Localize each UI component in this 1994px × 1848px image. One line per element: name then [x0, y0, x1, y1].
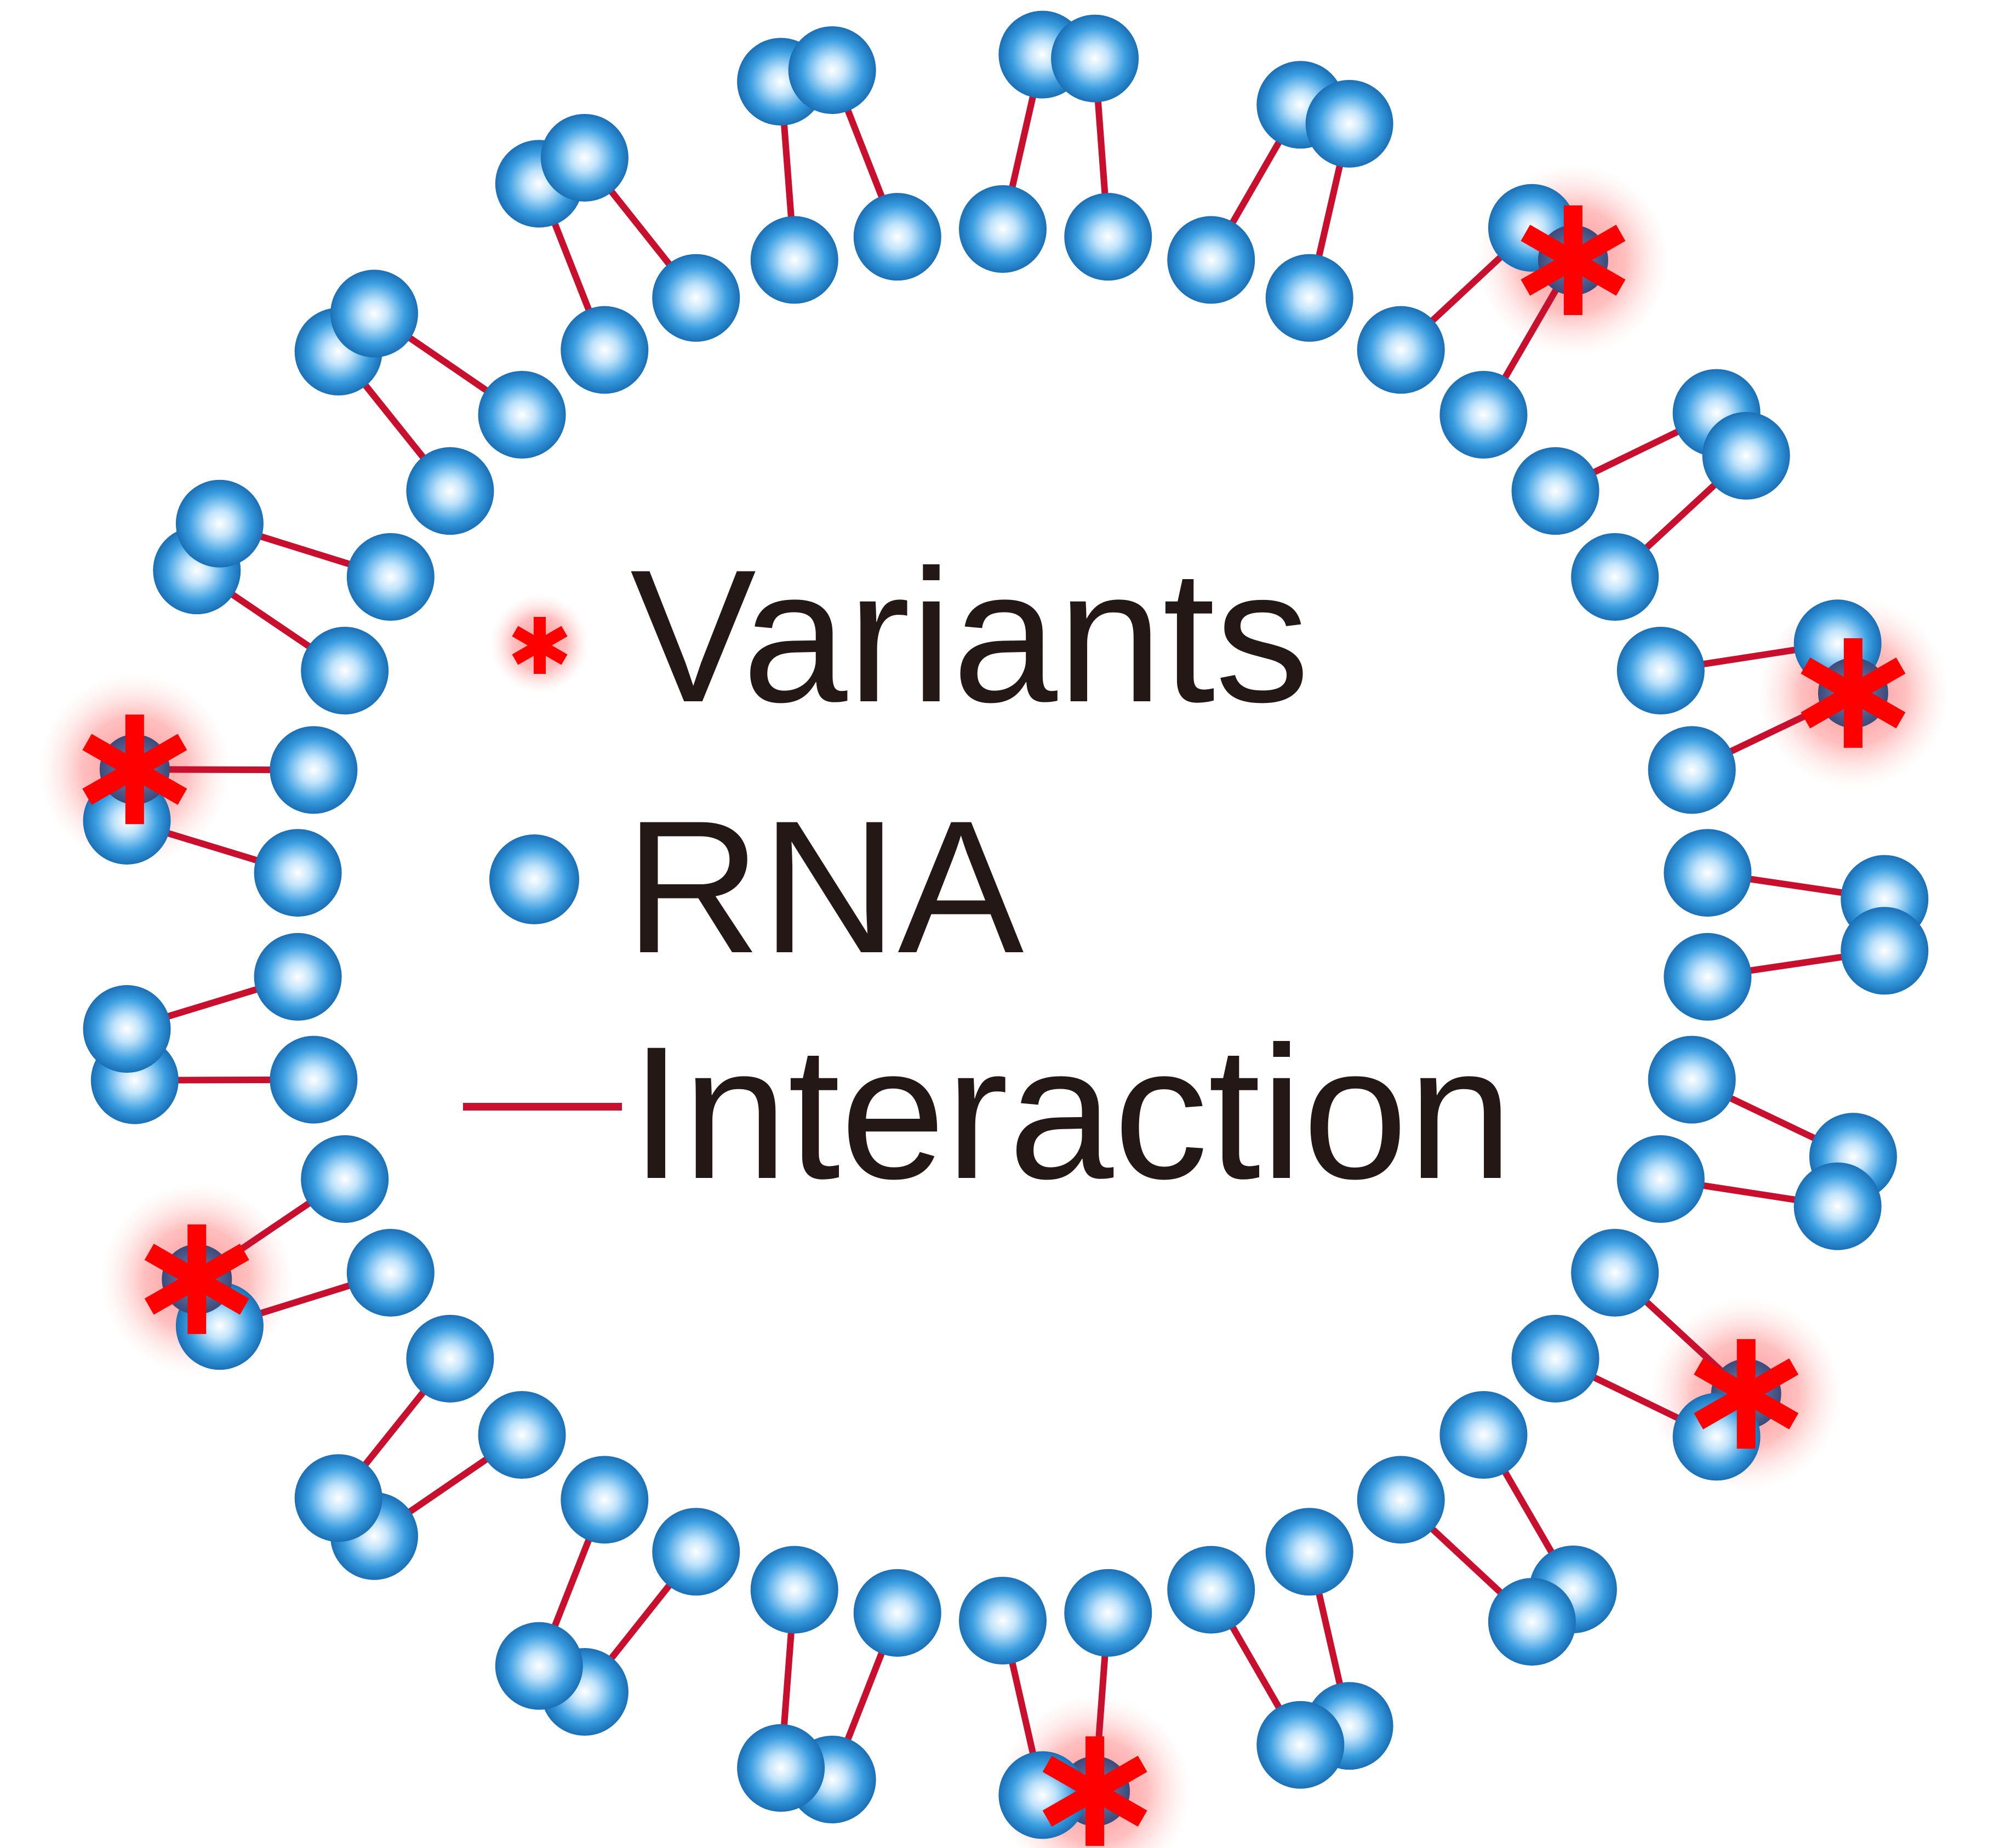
rna-ball-inner [1265, 254, 1353, 342]
rna-ball-inner [301, 1135, 389, 1223]
rna-ball-inner [1571, 1229, 1659, 1317]
rna-ball-outer [175, 479, 264, 568]
rna-ball-inner [1664, 829, 1752, 917]
rna-ball-inner [1648, 1035, 1736, 1124]
rna-ball-inner [1357, 306, 1445, 394]
asterisk-stroke [1801, 657, 1906, 729]
legend: Variants RNA Interaction [463, 531, 1513, 1218]
red-asterisk-icon [1694, 1339, 1799, 1449]
rna-ball-outer [1841, 907, 1929, 995]
red-asterisk-icon [1042, 1736, 1147, 1846]
rna-ball-inner [1064, 193, 1152, 281]
legend-rna-label: RNA [625, 782, 1025, 993]
rna-ball-inner [254, 829, 342, 917]
rna-ball-inner [853, 193, 941, 281]
rna-ball-outer [1793, 1162, 1882, 1250]
legend-interaction-label: Interaction [630, 1008, 1513, 1218]
rna-ball-inner [254, 932, 342, 1021]
rna-ball-inner [270, 726, 358, 814]
rna-ball-inner [561, 306, 649, 394]
legend-rna-row: RNA [489, 782, 1025, 993]
rna-ball-inner [750, 1546, 838, 1634]
asterisk-stroke [1521, 225, 1626, 296]
rna-ball-outer [495, 1622, 583, 1710]
rna-ball-outer [294, 1454, 382, 1542]
rna-ball-inner [1616, 1135, 1705, 1223]
rna-ball-inner [478, 1391, 566, 1479]
rna-ball-inner [301, 627, 389, 715]
legend-interaction-row: Interaction [463, 1008, 1513, 1218]
rna-ball-inner [1439, 371, 1528, 459]
red-asterisk-icon [144, 1224, 249, 1334]
red-asterisk-icon [1521, 205, 1626, 315]
rna-ball-inner [406, 447, 494, 535]
rna-ball-inner [1571, 533, 1659, 621]
rna-ball-inner [1664, 932, 1752, 1021]
rna-ball-outer [540, 113, 629, 202]
rna-ball-outer [737, 1724, 825, 1812]
rna-ball-inner [346, 533, 435, 621]
red-asterisk-icon [1801, 638, 1906, 748]
legend-variants-label: Variants [630, 531, 1310, 742]
blue-sphere-icon [489, 834, 579, 924]
rna-ball-inner [1511, 1314, 1599, 1403]
rna-ball-outer [1051, 14, 1139, 102]
red-asterisk-icon [512, 617, 568, 674]
rna-ball-inner [1064, 1569, 1152, 1657]
variant-markers-layer [82, 205, 1906, 1846]
rna-ball-inner [959, 185, 1047, 273]
rna-ball-inner [561, 1456, 649, 1544]
rna-ball-inner [853, 1569, 941, 1657]
rna-ball-inner [1648, 726, 1736, 814]
rna-ball-inner [478, 371, 566, 459]
rna-ball-inner [1167, 1546, 1255, 1634]
rna-ball-outer [1256, 1701, 1345, 1789]
red-asterisk-icon [82, 714, 187, 825]
asterisk-stroke [144, 1244, 249, 1315]
rna-ball-inner [1265, 1508, 1353, 1596]
asterisk-stroke [82, 734, 187, 805]
rna-ball-inner [959, 1577, 1047, 1664]
asterisk-stroke [1042, 1755, 1147, 1827]
rna-ball-outer [1488, 1578, 1576, 1666]
rna-ball-inner [270, 1035, 358, 1124]
rna-ball-inner [652, 254, 740, 342]
rna-ball-inner [1167, 216, 1255, 304]
rna-ball-inner [652, 1508, 740, 1596]
rna-ball-outer [330, 270, 418, 358]
rna-ball-outer [788, 26, 876, 115]
rna-ball-inner [1357, 1456, 1445, 1544]
asterisk-stroke [1694, 1358, 1799, 1429]
rna-ball-inner [346, 1229, 435, 1317]
rna-ball-outer [83, 985, 171, 1073]
legend-variants-row: Variants [490, 531, 1310, 742]
rna-ball-inner [750, 216, 838, 304]
rna-balls-layer [83, 10, 1929, 1839]
rna-ball-inner [406, 1314, 494, 1403]
rna-ball-inner [1439, 1391, 1528, 1479]
rna-ball-outer [1702, 411, 1790, 500]
rna-ball-inner [1616, 627, 1705, 715]
rna-ball-outer [1305, 79, 1393, 168]
rna-ball-inner [1511, 447, 1599, 535]
